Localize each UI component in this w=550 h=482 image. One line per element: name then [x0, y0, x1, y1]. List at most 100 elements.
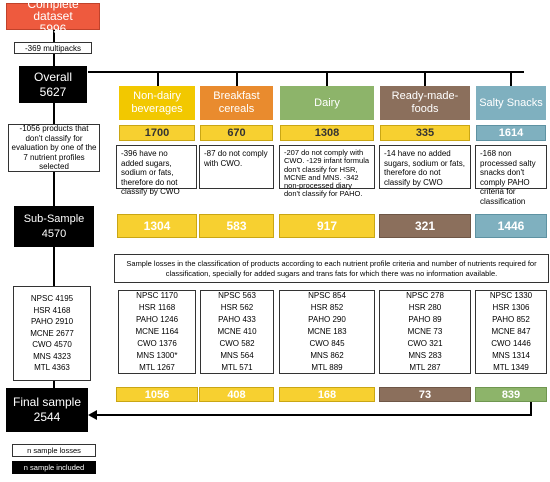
profiles-nondairy: NPSC 1170 HSR 1168 PAHO 1246 MCNE 1164 C…: [118, 290, 196, 374]
category-name-breakfast: Breakfast cereals: [213, 90, 260, 115]
category-header-dairy: Dairy: [280, 86, 374, 120]
overall-profile-mcne: MCNE 2677: [30, 328, 74, 338]
profile-nondairy-hsr: HSR 1168: [138, 303, 176, 312]
spine-line-6: [53, 381, 55, 388]
final-snacks: 839: [475, 387, 547, 402]
losses-note-text: Sample losses in the classification of p…: [126, 259, 537, 278]
losses-note-box: Sample losses in the classification of p…: [114, 254, 549, 283]
complete-dataset-value: 5996: [39, 21, 67, 36]
legend-included-label: n sample included: [23, 463, 85, 472]
final-breakfast-value: 408: [227, 388, 246, 401]
profile-dairy-paho: PAHO 290: [308, 315, 346, 324]
overall-profile-cwo: CWO 4570: [32, 340, 72, 350]
profile-ready-mcne: MCNE 73: [407, 327, 443, 336]
note-dairy-text: -207 do not comply with CWO. -129 infant…: [284, 148, 370, 199]
note-ready: -14 have no added sugars, sodium or fats…: [379, 145, 471, 189]
n1-dairy-value: 1308: [314, 127, 340, 139]
profile-breakfast-mtl: MTL 571: [221, 363, 253, 372]
note-ready-text: -14 have no added sugars, sodium or fats…: [384, 149, 465, 187]
profile-ready-npsc: NPSC 278: [406, 291, 444, 300]
n2-nondairy-value: 1304: [143, 219, 171, 233]
final-connector-up: [530, 402, 532, 415]
profile-ready-mns: MNS 283: [408, 351, 442, 360]
overall-profile-mns: MNS 4323: [33, 351, 71, 361]
note-nondairy: -396 have no added sugars, sodium or fat…: [116, 145, 197, 196]
profile-breakfast-cwo: CWO 582: [219, 339, 255, 348]
profile-dairy-cwo: CWO 845: [309, 339, 345, 348]
multipacks-label: -369 multipacks: [24, 43, 82, 53]
complete-dataset-box: Complete dataset 5996: [6, 0, 100, 35]
n1-breakfast: 670: [200, 125, 273, 141]
profile-ready-cwo: CWO 321: [407, 339, 443, 348]
overall-connector: [88, 71, 524, 73]
profile-dairy-hsr: HSR 852: [310, 303, 344, 312]
profile-ready-hsr: HSR 280: [408, 303, 442, 312]
profile-snacks-mtl: MTL 1349: [493, 363, 529, 372]
n2-dairy: 917: [279, 214, 375, 238]
profile-nondairy-mcne: MCNE 1164: [135, 327, 179, 336]
profile-dairy-mcne: MCNE 183: [307, 327, 347, 336]
final-sample-value: 2544: [33, 410, 61, 424]
overall-profile-npsc: NPSC 4195: [30, 293, 74, 303]
profiles-dairy: NPSC 854 HSR 852 PAHO 290 MCNE 183 CWO 8…: [279, 290, 375, 374]
n2-dairy-value: 917: [316, 219, 338, 233]
exclusion-note-box: -1056 products that don't classify for e…: [8, 124, 100, 172]
n2-ready-value: 321: [414, 219, 436, 233]
final-nondairy: 1056: [116, 387, 198, 402]
spine-line-2: [53, 53, 55, 66]
n2-breakfast-value: 583: [226, 219, 247, 233]
overall-profile-hsr: HSR 4168: [33, 305, 71, 315]
final-connector: [96, 414, 532, 416]
profile-dairy-npsc: NPSC 854: [308, 291, 346, 300]
drop-2: [236, 71, 238, 86]
profile-dairy-mns: MNS 862: [310, 351, 344, 360]
profile-snacks-mcne: MCNE 847: [491, 327, 531, 336]
final-arrow-head: [88, 410, 97, 420]
profile-breakfast-hsr: HSR 562: [220, 303, 254, 312]
profile-nondairy-mns: MNS 1300*: [136, 351, 178, 360]
n1-ready: 335: [380, 125, 470, 141]
subsample-label: Sub-Sample: [23, 213, 85, 226]
final-dairy-value: 168: [317, 388, 337, 401]
n1-nondairy-value: 1700: [144, 127, 170, 139]
note-dairy: -207 do not comply with CWO. -129 infant…: [279, 145, 375, 198]
n1-ready-value: 335: [415, 127, 435, 139]
note-snacks: -168 non processed salty snacks don't co…: [475, 145, 547, 206]
profile-snacks-npsc: NPSC 1330: [489, 291, 533, 300]
n2-ready: 321: [379, 214, 471, 238]
spine-line-3: [53, 103, 55, 124]
overall-profiles-box: NPSC 4195 HSR 4168 PAHO 2910 MCNE 2677 C…: [13, 286, 91, 381]
final-snacks-value: 839: [501, 388, 521, 401]
category-name-dairy: Dairy: [314, 96, 340, 109]
n2-snacks-value: 1446: [497, 219, 525, 233]
category-header-nondairy: Non-dairy beverages: [119, 86, 195, 120]
profiles-snacks: NPSC 1330 HSR 1306 PAHO 852 MCNE 847 CWO…: [475, 290, 547, 374]
drop-3: [326, 71, 328, 86]
final-sample-box: Final sample 2544: [6, 388, 88, 432]
category-name-snacks: Salty Snacks: [479, 96, 543, 109]
spine-line-1: [53, 29, 55, 42]
profile-snacks-mns: MNS 1314: [492, 351, 530, 360]
profiles-breakfast: NPSC 563 HSR 562 PAHO 433 MCNE 410 CWO 5…: [200, 290, 274, 374]
final-ready: 73: [379, 387, 471, 402]
note-nondairy-text: -396 have no added sugars, sodium or fat…: [121, 149, 180, 197]
overall-value: 5627: [39, 84, 67, 99]
overall-label: Overall: [33, 69, 72, 84]
profile-nondairy-cwo: CWO 1376: [137, 339, 177, 348]
note-snacks-text: -168 non processed salty snacks don't co…: [480, 149, 536, 206]
complete-dataset-label: Complete dataset: [27, 0, 79, 24]
exclusion-note-text: -1056 products that don't classify for e…: [11, 124, 97, 172]
profile-ready-paho: PAHO 89: [408, 315, 442, 324]
drop-4: [424, 71, 426, 86]
n2-nondairy: 1304: [117, 214, 197, 238]
category-header-breakfast: Breakfast cereals: [200, 86, 273, 120]
n2-snacks: 1446: [475, 214, 547, 238]
spine-line-4: [53, 172, 55, 206]
legend-losses-label: n sample losses: [27, 446, 81, 455]
profiles-ready: NPSC 278 HSR 280 PAHO 89 MCNE 73 CWO 321…: [379, 290, 471, 374]
drop-1: [157, 71, 159, 86]
final-sample-label: Final sample: [12, 395, 82, 409]
category-name-nondairy: Non-dairy beverages: [131, 90, 183, 115]
category-header-ready: Ready-made-foods: [380, 86, 470, 120]
overall-profile-paho: PAHO 2910: [30, 317, 74, 327]
